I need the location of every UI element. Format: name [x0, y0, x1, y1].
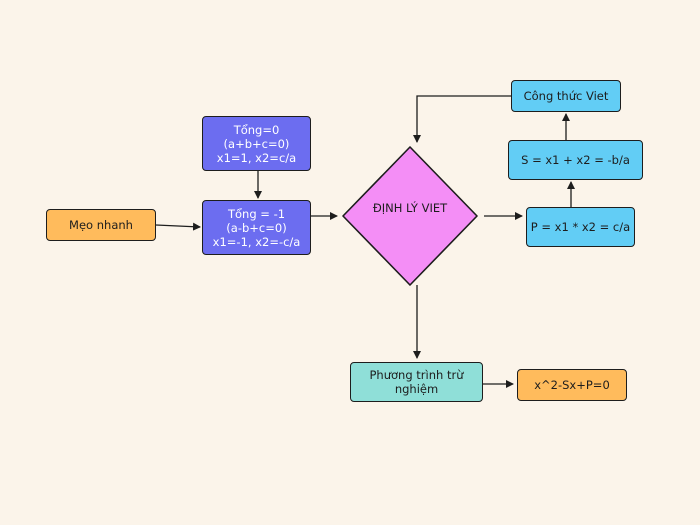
tong-0-box: Tổng=0 (a+b+c=0) x1=1, x2=c/a — [202, 116, 311, 171]
dinh-ly-viet-diamond — [342, 146, 478, 286]
tong-1-box: Tổng = -1 (a-b+c=0) x1=-1, x2=-c/a — [202, 200, 311, 255]
phuong-trinh-box: Phương trình trừ nghiệm — [350, 362, 483, 402]
s-formula-label: S = x1 + x2 = -b/a — [521, 153, 630, 167]
tong-0-label: Tổng=0 (a+b+c=0) x1=1, x2=c/a — [216, 122, 297, 165]
cong-thuc-viet-box: Công thức Viet — [511, 80, 621, 112]
cong-thuc-viet-label: Công thức Viet — [523, 89, 609, 103]
arrow-cong-to-viet — [413, 95, 511, 143]
equation-box: x^2-Sx+P=0 — [517, 369, 627, 401]
p-formula-box: P = x1 * x2 = c/a — [526, 207, 635, 247]
meo-nhanh-box: Mẹo nhanh — [46, 209, 156, 241]
tong-1-label: Tổng = -1 (a-b+c=0) x1=-1, x2=-c/a — [212, 206, 301, 249]
s-formula-box: S = x1 + x2 = -b/a — [508, 140, 643, 180]
arrow-meo-to-tong1 — [155, 222, 201, 231]
meo-nhanh-label: Mẹo nhanh — [69, 218, 133, 232]
dinh-ly-viet-label: ĐỊNH LÝ VIET — [372, 201, 448, 215]
phuong-trinh-label: Phương trình trừ nghiệm — [369, 368, 464, 396]
p-formula-label: P = x1 * x2 = c/a — [530, 220, 631, 234]
equation-label: x^2-Sx+P=0 — [534, 378, 610, 392]
